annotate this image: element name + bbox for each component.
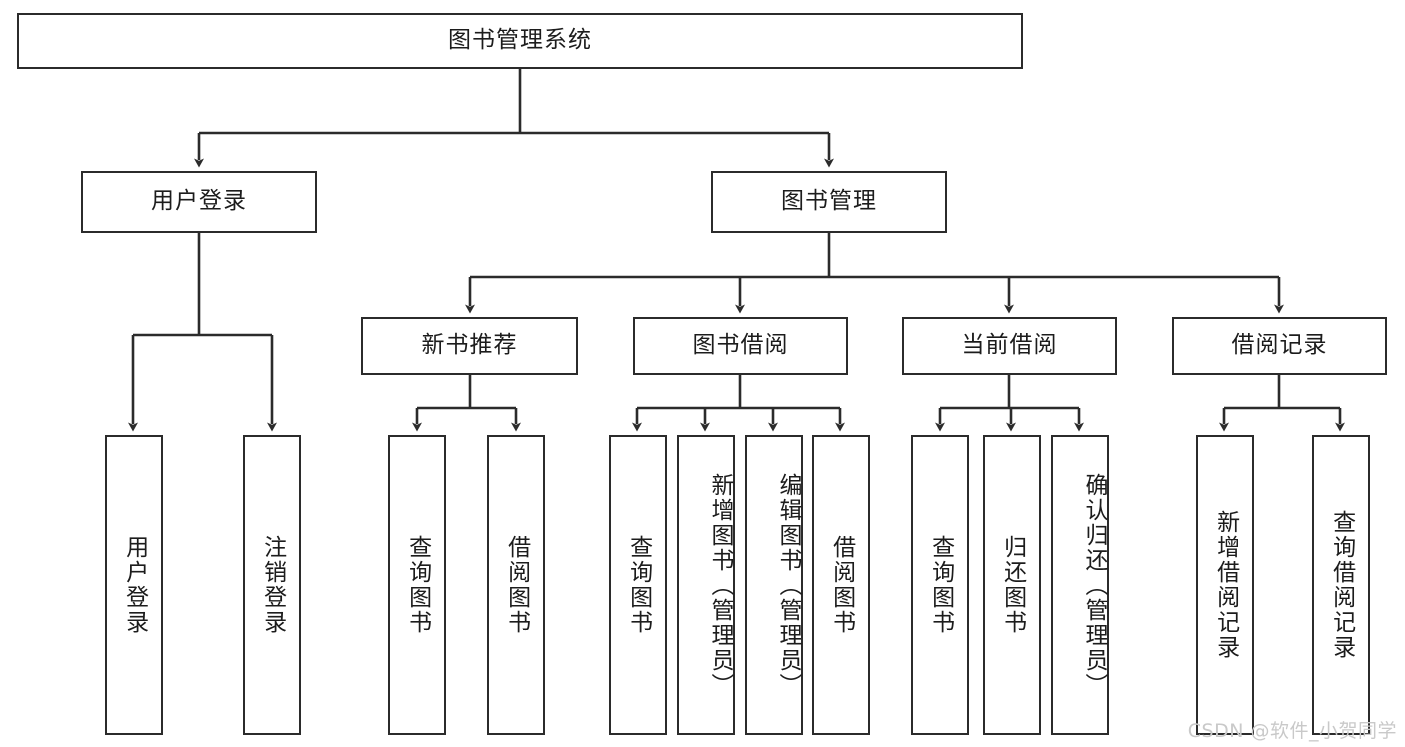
leaf-query-book-borrow-label: 查询图书 bbox=[625, 535, 652, 635]
node-book-management-label: 图书管理 bbox=[781, 188, 877, 215]
leaf-borrow-book-label: 借阅图书 bbox=[828, 535, 855, 635]
csdn-watermark: CSDN @软件_小贺同学 bbox=[1187, 720, 1397, 742]
leaf-borrow-book[interactable]: 借阅图书 bbox=[812, 435, 870, 735]
leaf-logout[interactable]: 注销登录 bbox=[243, 435, 301, 735]
leaf-add-book-admin[interactable]: 新增图书（管理员） bbox=[677, 435, 735, 735]
leaf-add-borrow-record-label: 新增借阅记录 bbox=[1212, 510, 1239, 660]
leaf-return-book-label: 归还图书 bbox=[999, 535, 1026, 635]
leaf-edit-book-admin[interactable]: 编辑图书（管理员） bbox=[745, 435, 803, 735]
node-book-borrow[interactable]: 图书借阅 bbox=[633, 317, 848, 375]
leaf-borrow-book-recommend-label: 借阅图书 bbox=[503, 535, 530, 635]
leaf-query-borrow-record[interactable]: 查询借阅记录 bbox=[1312, 435, 1370, 735]
leaf-user-login[interactable]: 用户登录 bbox=[105, 435, 163, 735]
node-current-borrow[interactable]: 当前借阅 bbox=[902, 317, 1117, 375]
leaf-confirm-return-admin-label: 确认归还（管理员） bbox=[1081, 472, 1107, 698]
node-new-book-recommendation[interactable]: 新书推荐 bbox=[361, 317, 578, 375]
node-borrow-records[interactable]: 借阅记录 bbox=[1172, 317, 1387, 375]
node-current-borrow-label: 当前借阅 bbox=[961, 332, 1058, 359]
node-user-login[interactable]: 用户登录 bbox=[81, 171, 317, 233]
leaf-user-login-label: 用户登录 bbox=[121, 535, 148, 635]
node-book-borrow-label: 图书借阅 bbox=[692, 332, 789, 359]
node-new-book-recommendation-label: 新书推荐 bbox=[421, 332, 518, 359]
node-user-login-label: 用户登录 bbox=[151, 188, 247, 215]
node-root-label: 图书管理系统 bbox=[448, 27, 592, 54]
leaf-borrow-book-recommend[interactable]: 借阅图书 bbox=[487, 435, 545, 735]
leaf-return-book[interactable]: 归还图书 bbox=[983, 435, 1041, 735]
leaf-query-book-current-label: 查询图书 bbox=[927, 535, 954, 635]
leaf-add-book-admin-label: 新增图书（管理员） bbox=[707, 472, 733, 698]
leaf-add-borrow-record[interactable]: 新增借阅记录 bbox=[1196, 435, 1254, 735]
leaf-logout-label: 注销登录 bbox=[259, 535, 286, 635]
leaf-query-book-recommend-label: 查询图书 bbox=[404, 535, 431, 635]
leaf-query-book-borrow[interactable]: 查询图书 bbox=[609, 435, 667, 735]
node-book-management[interactable]: 图书管理 bbox=[711, 171, 947, 233]
leaf-query-book-recommend[interactable]: 查询图书 bbox=[388, 435, 446, 735]
leaf-query-borrow-record-label: 查询借阅记录 bbox=[1328, 510, 1355, 660]
node-root[interactable]: 图书管理系统 bbox=[17, 13, 1023, 69]
leaf-query-book-current[interactable]: 查询图书 bbox=[911, 435, 969, 735]
leaf-confirm-return-admin[interactable]: 确认归还（管理员） bbox=[1051, 435, 1109, 735]
node-borrow-records-label: 借阅记录 bbox=[1231, 332, 1328, 359]
leaf-edit-book-admin-label: 编辑图书（管理员） bbox=[775, 472, 801, 698]
